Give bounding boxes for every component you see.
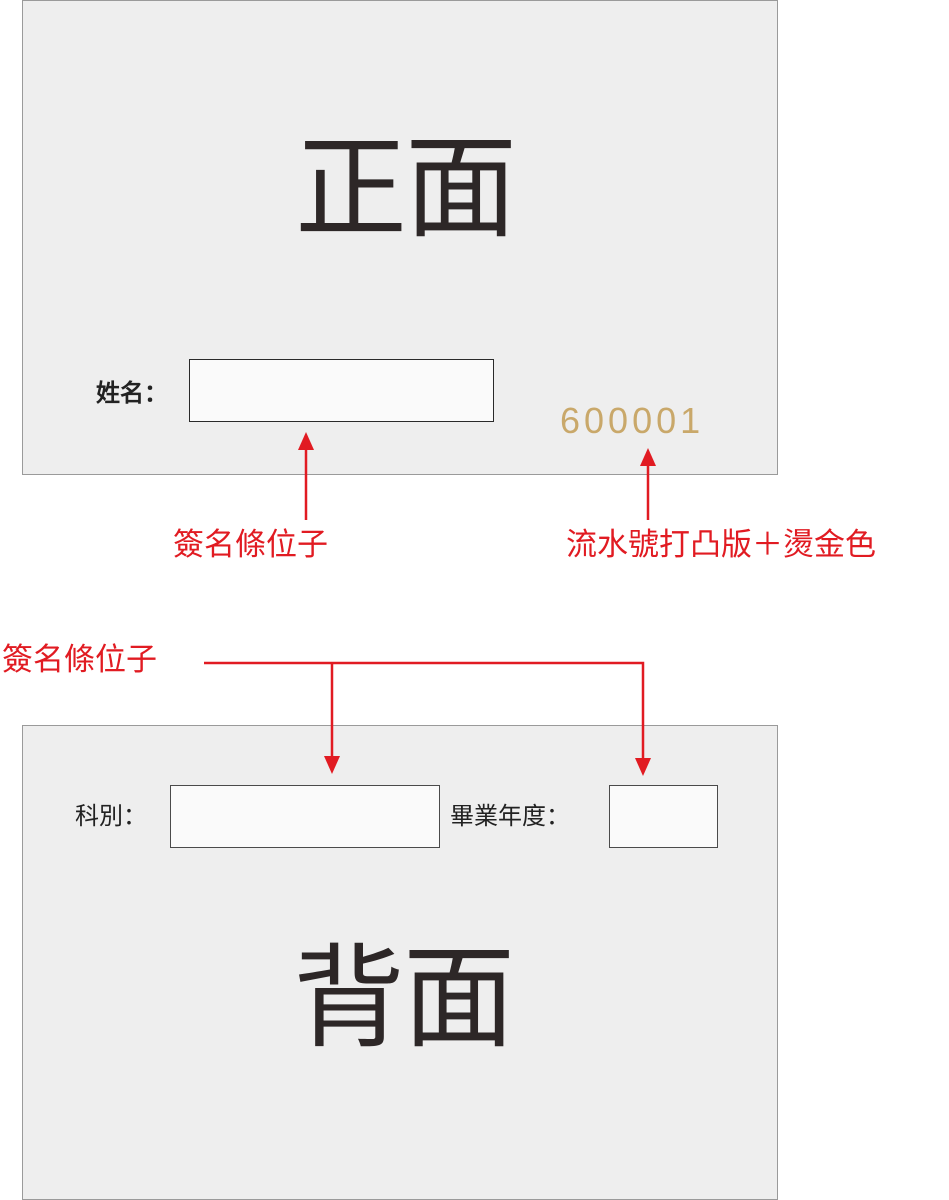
signature-box-graduation-year[interactable]: [609, 785, 718, 848]
graduation-year-label: 畢業年度：: [450, 802, 570, 830]
name-label: 姓名：: [96, 379, 168, 407]
department-label: 科別：: [75, 802, 147, 830]
back-title: 背面: [293, 934, 515, 1064]
annotation-signature-back: 簽名條位子: [2, 642, 157, 678]
front-title: 正面: [295, 124, 517, 254]
card-back: 科別： 畢業年度： 背面: [22, 725, 778, 1200]
annotation-signature-front: 簽名條位子: [173, 527, 328, 563]
signature-box-name[interactable]: [189, 359, 494, 422]
serial-number: 600001: [560, 400, 705, 441]
signature-box-department[interactable]: [170, 785, 440, 848]
card-front: 正面 姓名： 600001: [22, 0, 778, 475]
annotation-serial-note: 流水號打凸版＋燙金色: [566, 527, 876, 563]
